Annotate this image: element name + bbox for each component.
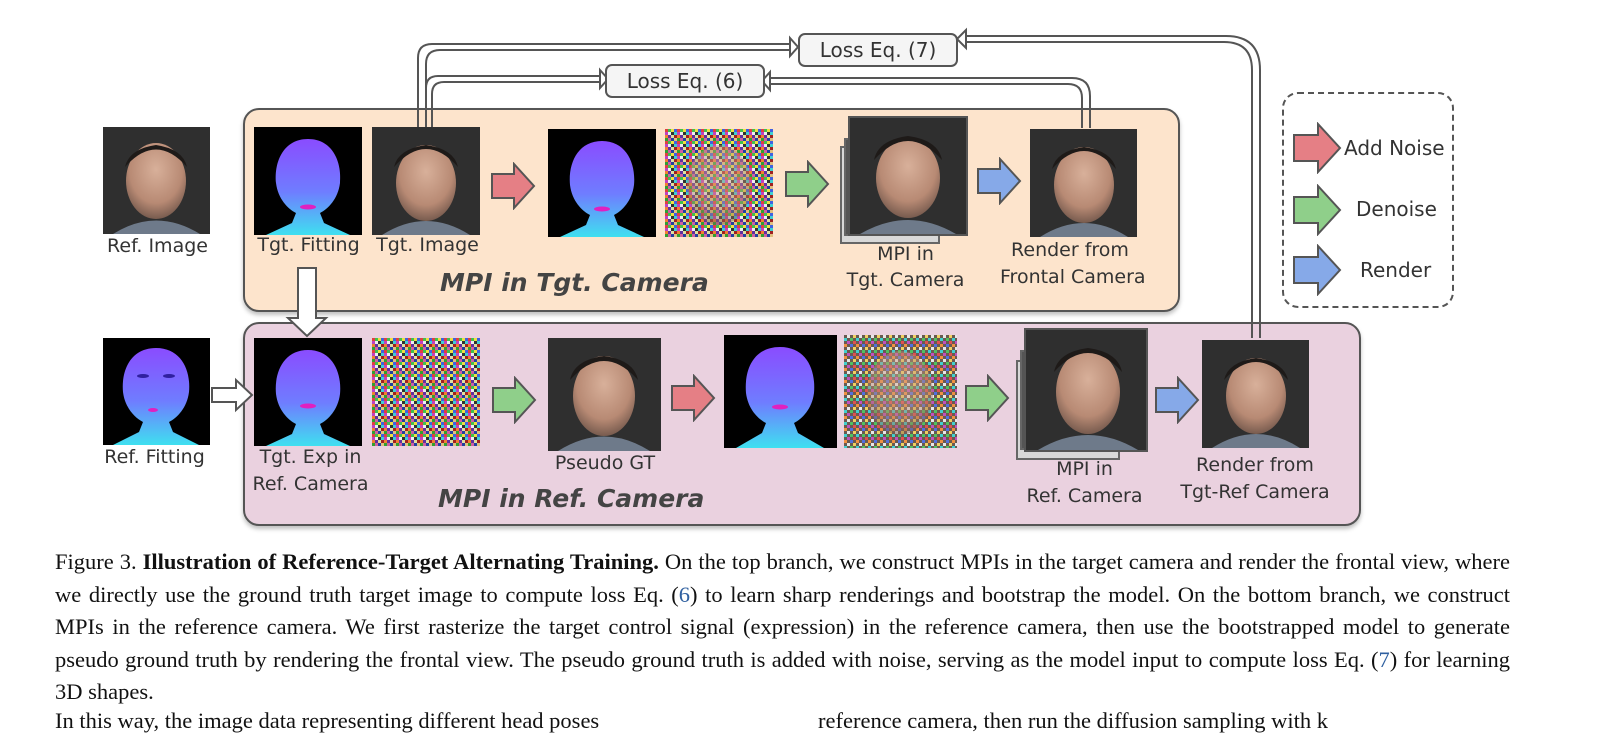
tgt-exp-label-1: Tgt. Exp in <box>259 446 362 468</box>
mpi-tgt-stack <box>840 116 968 244</box>
denoise-arrow-bottom <box>492 376 537 424</box>
mpi-ref-label-1: MPI in <box>1056 458 1113 480</box>
denoise-arrow-bottom-2 <box>965 374 1010 422</box>
loss-connectors <box>211 27 1261 413</box>
tgt-exp-image-2 <box>724 335 837 448</box>
tgt-exp-label-2: Ref. Camera <box>252 473 369 495</box>
pseudo-gt-label: Pseudo GT <box>554 452 656 474</box>
pure-noise-image <box>372 338 480 446</box>
tgt-image <box>372 127 480 235</box>
render-tgtref-label-2: Tgt-Ref Camera <box>1180 481 1330 503</box>
caption-eq7-link[interactable]: 7 <box>1378 646 1390 672</box>
ref-image-label: Ref. Image <box>107 235 208 257</box>
caption-text-2: ) to learn sharp renderings and bootstra… <box>55 581 1511 672</box>
legend-denoise-label: Denoise <box>1356 197 1437 221</box>
caption-bold-title: Illustration of Reference-Target Alterna… <box>142 549 659 574</box>
ref-fitting-label: Ref. Fitting <box>104 446 205 468</box>
add-noise-arrow-bottom <box>671 374 716 422</box>
tgt-fitting-label: Tgt. Fitting <box>257 234 360 256</box>
noisy-pseudo-gt-image <box>844 335 957 448</box>
denoise-arrow <box>785 160 830 208</box>
tgt-fitting-image <box>254 127 362 235</box>
render-frontal-image <box>1030 129 1137 237</box>
caption-eq6-link[interactable]: 6 <box>678 581 691 607</box>
legend-render-arrow <box>1293 244 1342 296</box>
caption-text-1: On the top branch, we construct MPIs in … <box>55 549 1510 607</box>
top-branch-title: MPI in Tgt. Camera <box>440 268 709 297</box>
render-tgtref-image <box>1202 340 1309 448</box>
render-tgtref-label-1: Render from <box>1196 454 1314 476</box>
legend-render-label: Render <box>1360 258 1432 282</box>
noisy-tgt-image <box>665 129 773 237</box>
right-arrow <box>211 377 254 413</box>
legend: Add Noise Denoise Render <box>1282 92 1454 308</box>
add-noise-arrow <box>491 162 536 210</box>
mpi-ref-label-2: Ref. Camera <box>1026 485 1143 507</box>
legend-add-noise-arrow <box>1293 122 1342 174</box>
legend-denoise-arrow <box>1293 184 1342 236</box>
render-frontal-label-1: Render from <box>1011 239 1129 261</box>
loss-eq7-box: Loss Eq. (7) <box>798 33 958 67</box>
render-arrow <box>977 157 1022 205</box>
caption-text-3: ) for learning 3D shapes. <box>55 646 1510 705</box>
legend-add-noise-label: Add Noise <box>1344 136 1445 160</box>
tgt-image-label: Tgt. Image <box>376 234 479 256</box>
mpi-ref-stack <box>1016 328 1148 460</box>
body-text-left: In this way, the image data representing… <box>55 708 600 733</box>
figure: Loss Eq. (7) Loss Eq. (6) Ref. Image Tgt… <box>103 27 1454 526</box>
mpi-tgt-label-2: Tgt. Camera <box>846 269 965 291</box>
render-frontal-label-2: Frontal Camera <box>1000 266 1146 288</box>
figure-caption: Figure 3. Illustration of Reference-Targ… <box>55 546 1510 709</box>
mpi-tgt-label-1: MPI in <box>877 243 934 265</box>
pseudo-gt-image <box>548 338 661 451</box>
render-arrow-bottom <box>1155 376 1200 424</box>
down-arrow <box>285 267 329 338</box>
ref-image <box>103 127 210 234</box>
loss-eq6-box: Loss Eq. (6) <box>605 64 765 98</box>
body-text-right: reference camera, then run the diffusion… <box>818 708 1329 733</box>
ref-fitting-image <box>103 338 210 445</box>
tgt-exp-image <box>254 338 362 446</box>
bottom-branch-title: MPI in Ref. Camera <box>438 484 705 513</box>
tgt-fitting-image-2 <box>548 129 656 237</box>
caption-prefix: Figure 3. <box>55 549 143 574</box>
